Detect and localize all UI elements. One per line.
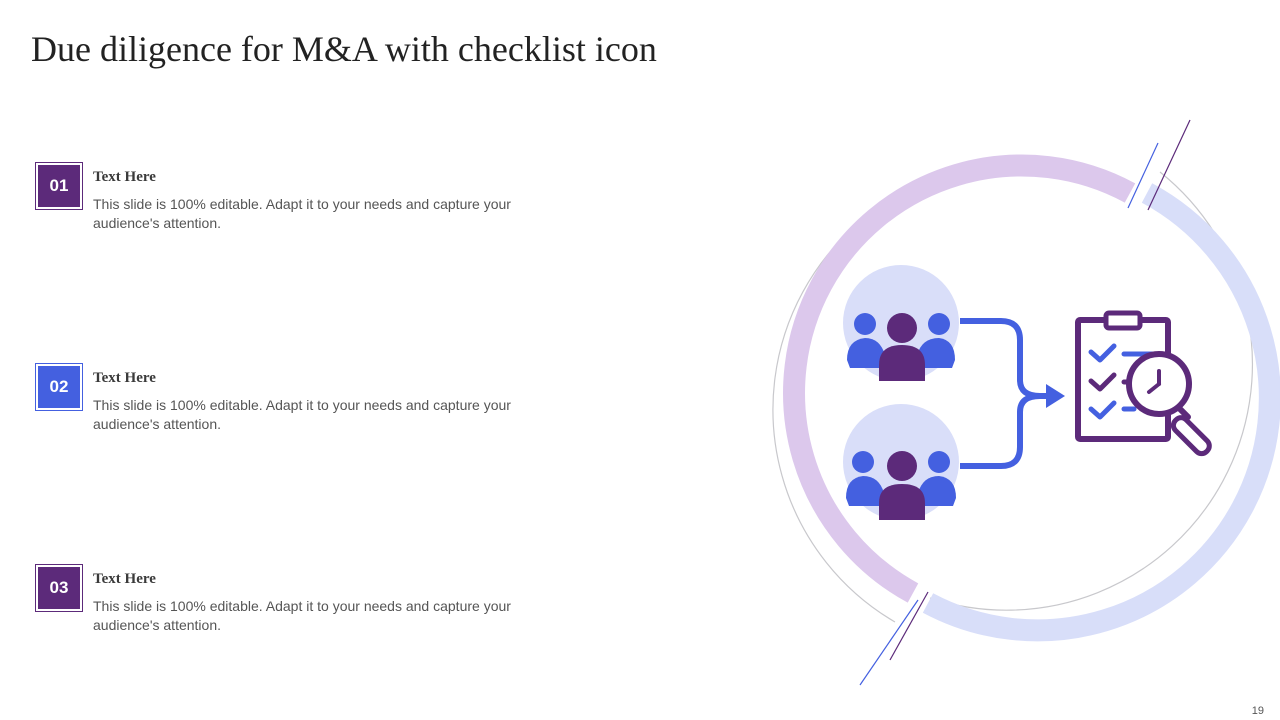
item-heading: Text Here bbox=[93, 169, 156, 185]
number-label: 03 bbox=[38, 567, 80, 609]
flow-arrow-icon bbox=[960, 318, 1048, 469]
accent-line-purple-bottom bbox=[889, 591, 929, 661]
people-group-icon bbox=[843, 265, 959, 381]
slide-title: Due diligence for M&A with checklist ico… bbox=[31, 29, 657, 69]
page-number: 19 bbox=[1251, 705, 1264, 717]
list-item: 02 Text Here This slide is 100% editable… bbox=[35, 363, 555, 443]
due-diligence-graphic bbox=[772, 119, 1280, 686]
item-heading: Text Here bbox=[93, 370, 156, 386]
purple-arc bbox=[783, 154, 1136, 603]
magnifying-glass-clock-icon bbox=[1126, 351, 1212, 457]
number-badge: 02 bbox=[35, 363, 83, 411]
number-badge: 03 bbox=[35, 564, 83, 612]
item-body: This slide is 100% editable. Adapt it to… bbox=[93, 598, 511, 633]
number-label: 01 bbox=[38, 165, 80, 207]
blue-arc bbox=[922, 183, 1280, 642]
accent-line-blue-top bbox=[1127, 142, 1159, 209]
people-group-icon bbox=[843, 404, 959, 520]
number-badge: 01 bbox=[35, 162, 83, 210]
accent-line-purple-top bbox=[1147, 119, 1191, 211]
item-body: This slide is 100% editable. Adapt it to… bbox=[93, 397, 511, 432]
item-body: This slide is 100% editable. Adapt it to… bbox=[93, 196, 511, 231]
arrow-head bbox=[1046, 384, 1065, 408]
item-heading: Text Here bbox=[93, 571, 156, 587]
list-item: 03 Text Here This slide is 100% editable… bbox=[35, 564, 555, 644]
number-label: 02 bbox=[38, 366, 80, 408]
accent-line-blue-bottom bbox=[859, 599, 919, 686]
list-item: 01 Text Here This slide is 100% editable… bbox=[35, 162, 555, 242]
